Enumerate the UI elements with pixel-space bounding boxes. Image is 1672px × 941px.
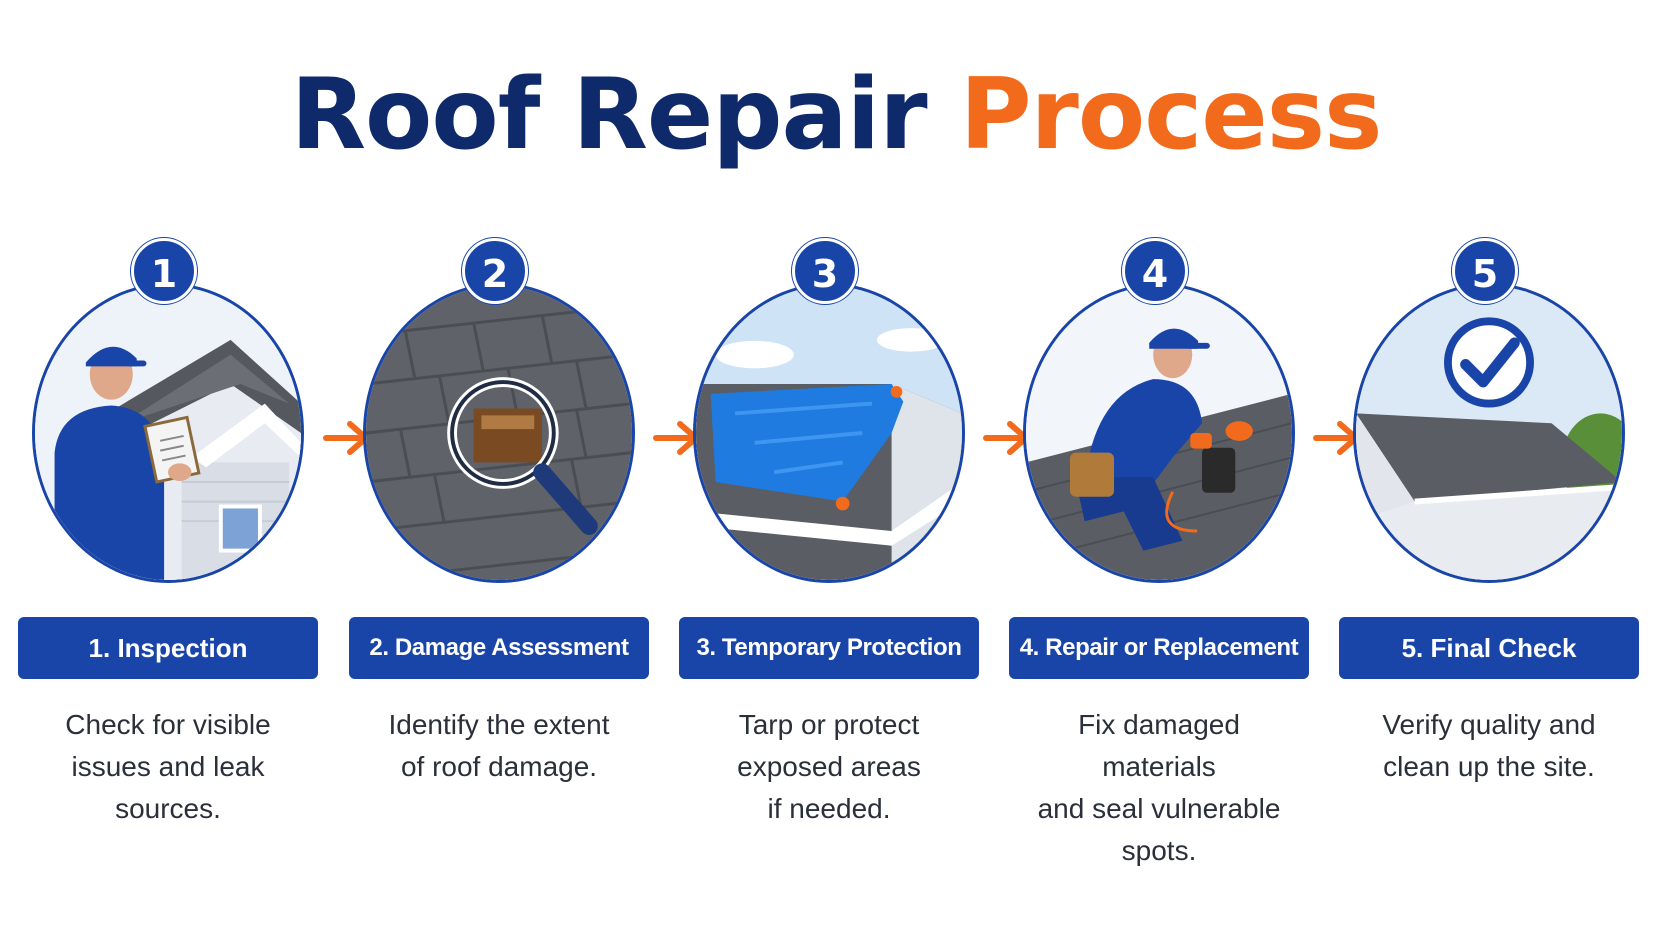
step-5-description: Verify quality and clean up the site. [1349, 704, 1629, 788]
step-1-desc-line-3: sources. [115, 793, 221, 824]
step-4: 4 4. Repair or Replacement Fix damaged m… [1009, 0, 1309, 941]
step-5-illustration [1353, 283, 1625, 583]
step-1-number-badge: 1 [131, 238, 197, 304]
step-5-desc-line-2: clean up the site. [1383, 751, 1595, 782]
step-4-label: 4. Repair or Replacement [1009, 617, 1309, 679]
step-1-desc-line-1: Check for visible [65, 709, 271, 740]
step-4-number-badge: 4 [1122, 238, 1188, 304]
title-part-1: Roof Repair [290, 58, 928, 172]
step-3-desc-line-3: if needed. [767, 793, 891, 824]
step-1-description: Check for visible issues and leak source… [28, 704, 308, 830]
blue-tarp-icon [696, 286, 962, 580]
step-5-number-badge: 5 [1452, 238, 1518, 304]
step-1: 1 1. Inspection Check for visible issues… [18, 0, 318, 941]
inspector-clipboard-icon [35, 286, 301, 580]
step-4-desc-line-1: Fix damaged materials [1078, 709, 1240, 782]
page-title: Roof Repair Process [0, 61, 1672, 170]
step-3-number-badge: 3 [792, 238, 858, 304]
checkmark-icon [1356, 286, 1622, 580]
title-part-2: Process [959, 58, 1383, 172]
step-5-label: 5. Final Check [1339, 617, 1639, 679]
step-5-desc-line-1: Verify quality and [1382, 709, 1596, 740]
step-2-label: 2. Damage Assessment [349, 617, 649, 679]
step-3-desc-line-2: exposed areas [737, 751, 921, 782]
step-1-desc-line-2: issues and leak [71, 751, 265, 782]
step-3: 3 3. Temporary Protection Tarp or protec… [679, 0, 979, 941]
step-5: 5 5. Final Check Verify quality and clea… [1339, 0, 1639, 941]
step-2-desc-line-2: of roof damage. [400, 751, 598, 782]
step-3-desc-line-1: Tarp or protect [738, 709, 920, 740]
step-2-desc-line-1: Identify the extent [388, 709, 610, 740]
step-4-illustration [1023, 283, 1295, 583]
step-2-illustration [363, 283, 635, 583]
step-3-description: Tarp or protect exposed areas if needed. [689, 704, 969, 830]
step-4-description: Fix damaged materials and seal vulnerabl… [1019, 704, 1299, 872]
step-4-desc-line-3: spots. [1121, 835, 1197, 866]
roofer-nail-gun-icon [1026, 286, 1292, 580]
step-2-number-badge: 2 [462, 238, 528, 304]
step-3-illustration [693, 283, 965, 583]
step-1-label: 1. Inspection [18, 617, 318, 679]
step-3-label: 3. Temporary Protection [679, 617, 979, 679]
step-1-illustration [32, 283, 304, 583]
step-2: 2 2. Damage Assessment Identify the exte… [349, 0, 649, 941]
magnifying-glass-icon [366, 286, 632, 580]
step-4-desc-line-2: and seal vulnerable [1037, 793, 1281, 824]
step-2-description: Identify the extent of roof damage. [359, 704, 639, 788]
